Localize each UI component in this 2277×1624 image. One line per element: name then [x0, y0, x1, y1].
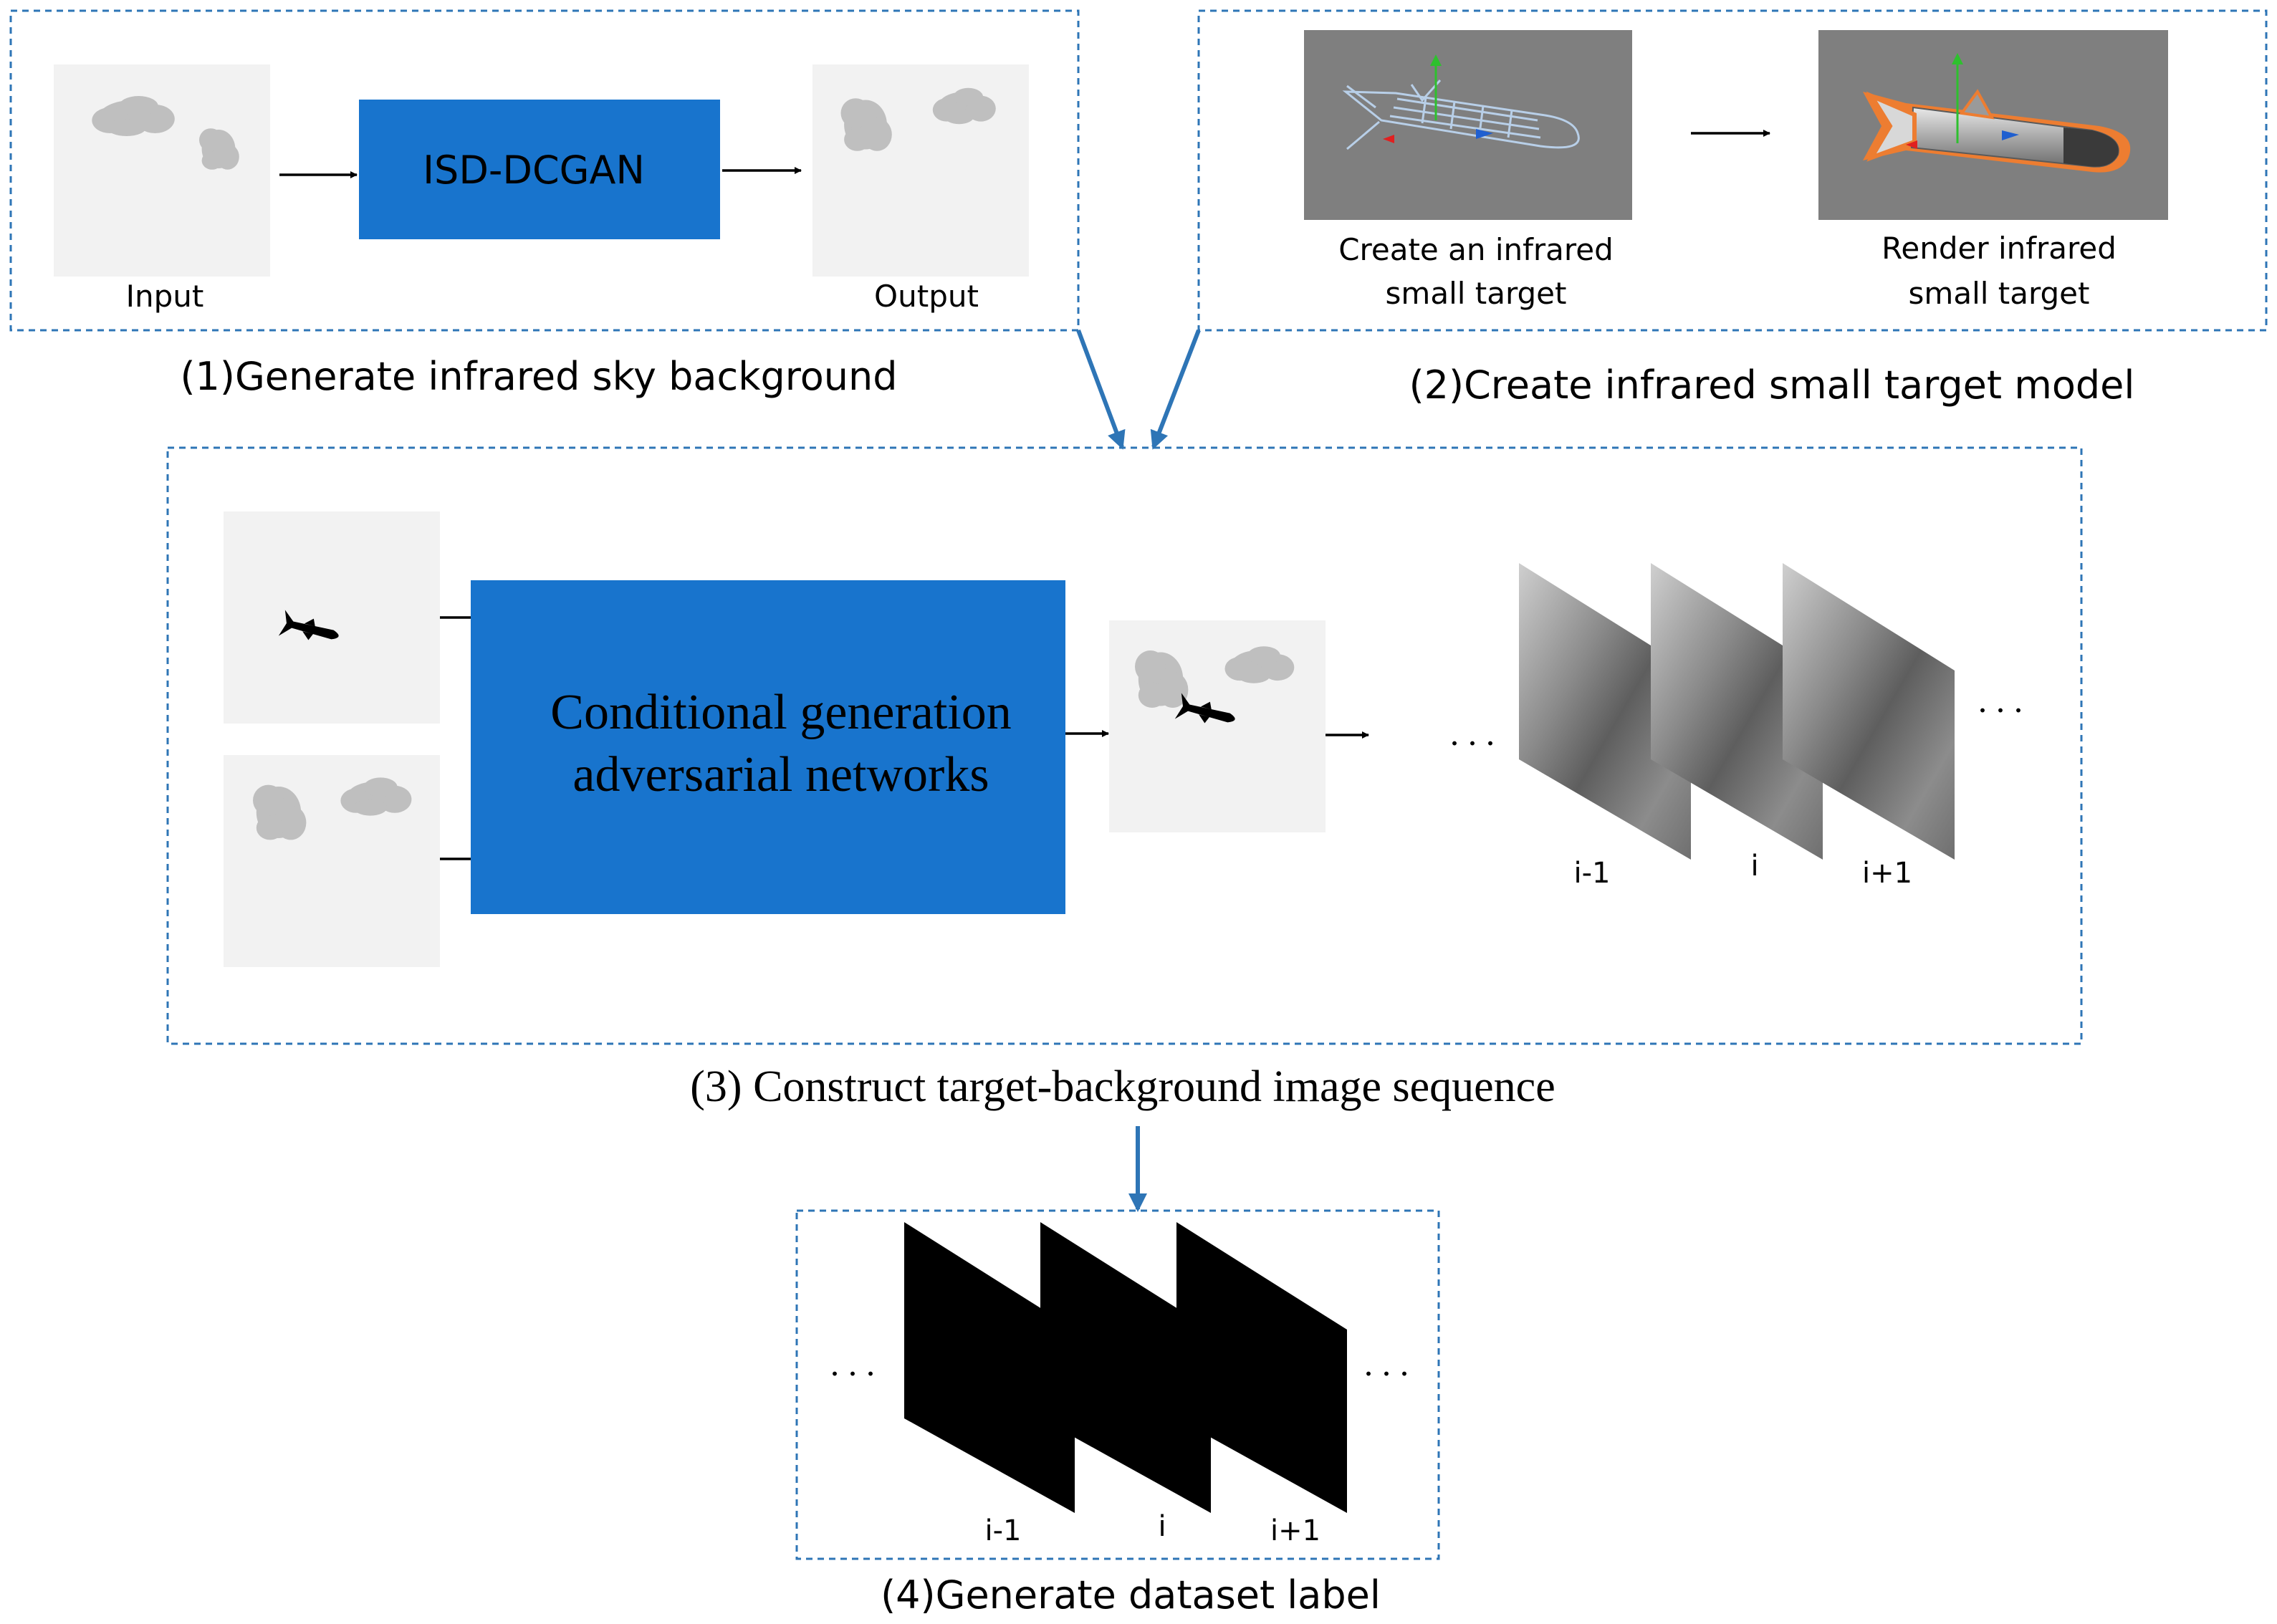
cgan-label-line2: adversarial networks — [572, 747, 989, 802]
cgan-label-line1: Conditional generation — [550, 685, 1011, 740]
label-ellipsis-left: . . . — [830, 1343, 876, 1383]
connector-arrow-stage2 — [1150, 329, 1201, 450]
sequence-frame-i — [1651, 563, 1823, 860]
label-sequence — [904, 1222, 1347, 1513]
stage3-group: Conditional generation adversarial netwo… — [166, 446, 2083, 1111]
composite-panel — [1109, 620, 1326, 832]
stage2-caption: (2)Create infrared small target model — [1409, 362, 2135, 408]
sequence-frame-i-1 — [1519, 563, 1691, 860]
target-mask-panel — [224, 511, 440, 724]
rendered-missile-icon — [1863, 53, 2131, 173]
sequence-label-i-1: i-1 — [1574, 857, 1611, 890]
background-panel — [224, 755, 440, 967]
isd-dcgan-label: ISD-DCGAN — [423, 148, 645, 193]
cgan-box — [471, 580, 1065, 914]
label-ellipsis-right: . . . — [1364, 1343, 1409, 1383]
axis-green-icon — [1430, 54, 1442, 66]
stage1-output-label: Output — [874, 279, 979, 314]
stage1-caption: (1)Generate infrared sky background — [180, 354, 897, 399]
stage3-dashed-frame — [166, 446, 2083, 1045]
create-target-label-line1: Create an infrared — [1338, 232, 1614, 267]
axis-blue-icon — [1476, 129, 1493, 139]
stage2-group: Create an infrared small target Render i… — [1197, 9, 2268, 408]
stage4-dashed-frame — [795, 1209, 1440, 1560]
sequence-ellipsis-left: . . . — [1450, 713, 1495, 753]
stage1-input-panel — [54, 64, 270, 277]
sequence-label-i: i — [1750, 850, 1758, 883]
image-sequence — [1519, 563, 1955, 860]
render-target-label-line1: Render infrared — [1881, 231, 2117, 266]
connector-arrow-stage1 — [1076, 329, 1126, 450]
stage2-dashed-frame — [1197, 9, 2268, 332]
label-frame-i+1 — [1176, 1222, 1347, 1513]
axis-red-icon — [1383, 135, 1394, 143]
stage4-group: . . . . . . i-1 i i+1 (4)Generate datase… — [795, 1209, 1440, 1618]
isd-dcgan-box — [359, 100, 720, 239]
wireframe-missile-icon — [1342, 80, 1580, 150]
sequence-frame-i+1 — [1783, 563, 1955, 860]
stage4-caption: (4)Generate dataset label — [881, 1572, 1381, 1618]
stage1-group: Input ISD-DCGAN Output (1)Generate infra… — [9, 9, 1080, 399]
render-target-label-line2: small target — [1909, 276, 2090, 311]
stage1-input-label: Input — [126, 279, 204, 314]
wireframe-render-panel — [1304, 30, 1632, 220]
create-target-label-line2: small target — [1386, 276, 1567, 311]
stage1-dashed-frame — [9, 9, 1080, 332]
sequence-label-i+1: i+1 — [1862, 857, 1912, 890]
stage1-output-panel — [812, 64, 1029, 277]
label-seq-label-i: i — [1158, 1510, 1166, 1543]
sequence-ellipsis-right: . . . — [1978, 680, 2023, 720]
label-frame-i — [1040, 1222, 1211, 1513]
label-seq-label-i-1: i-1 — [985, 1514, 1022, 1547]
stage3-caption: (3) Construct target-background image se… — [690, 1062, 1555, 1111]
label-seq-label-i+1: i+1 — [1270, 1514, 1320, 1547]
label-frame-i-1 — [904, 1222, 1075, 1513]
